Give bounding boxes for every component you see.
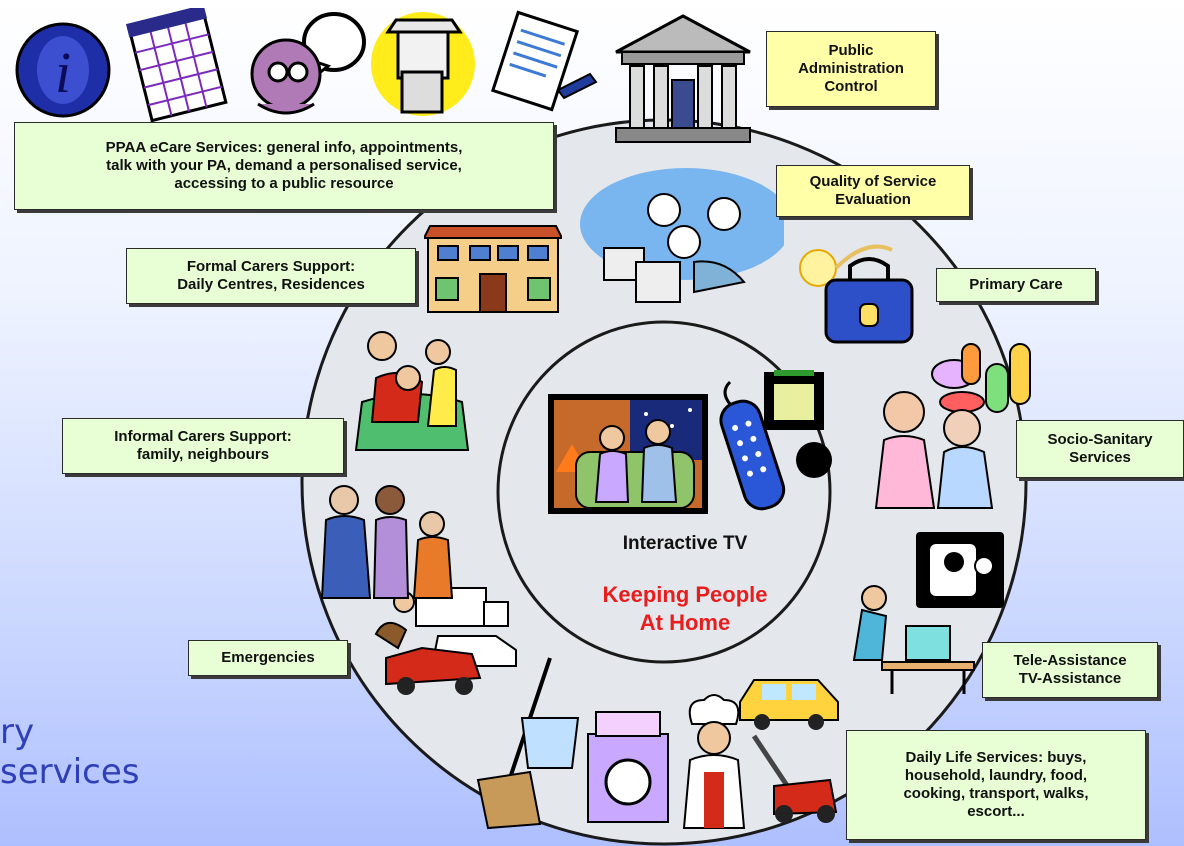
computer-user-icon xyxy=(852,585,975,694)
svg-text:i: i xyxy=(55,40,71,105)
document-icon xyxy=(490,10,598,112)
pills-icon xyxy=(931,343,1031,413)
partial-slide-text: ry services xyxy=(0,712,140,792)
ppaa-ecare-box: PPAA eCare Services: general info, appoi… xyxy=(14,122,554,210)
emergencies-box: Emergencies xyxy=(188,640,348,676)
residence-icon xyxy=(424,225,562,313)
public-administration-box: Public Administration Control xyxy=(766,31,936,107)
call-center-icon xyxy=(580,168,784,303)
remote-control-icon xyxy=(719,370,832,511)
daily-life-box: Daily Life Services: buys, household, la… xyxy=(846,730,1146,840)
slogan: Keeping People At Home xyxy=(602,582,768,635)
chat-icon xyxy=(250,12,366,115)
formal-carers-box: Formal Carers Support: Daily Centres, Re… xyxy=(126,248,416,304)
laundry-icon xyxy=(476,657,669,830)
nurse-icon xyxy=(874,391,994,509)
informal-carers-box: Informal Carers Support: family, neighbo… xyxy=(62,418,344,474)
primary-care-box: Primary Care xyxy=(936,268,1096,302)
neighbours-icon xyxy=(320,485,454,599)
government-building-icon xyxy=(615,14,751,143)
calendar-icon xyxy=(125,8,228,123)
medical-bag-icon xyxy=(799,244,914,344)
info-icon: i xyxy=(15,22,111,118)
tv-symbol-icon xyxy=(916,532,1004,608)
chef-icon xyxy=(682,694,746,829)
socio-sanitary-box: Socio-Sanitary Services xyxy=(1016,420,1184,478)
family-icon xyxy=(354,331,470,451)
tele-assistance-box: Tele-Assistance TV-Assistance xyxy=(982,642,1158,698)
elderly-couple-tv-icon xyxy=(548,394,708,514)
taxi-icon xyxy=(739,679,839,730)
lawnmower-icon xyxy=(751,734,838,823)
inspector-icon xyxy=(371,12,475,116)
quality-service-box: Quality of Service Evaluation xyxy=(776,165,970,217)
interactive-tv-label: Interactive TV xyxy=(622,533,748,554)
